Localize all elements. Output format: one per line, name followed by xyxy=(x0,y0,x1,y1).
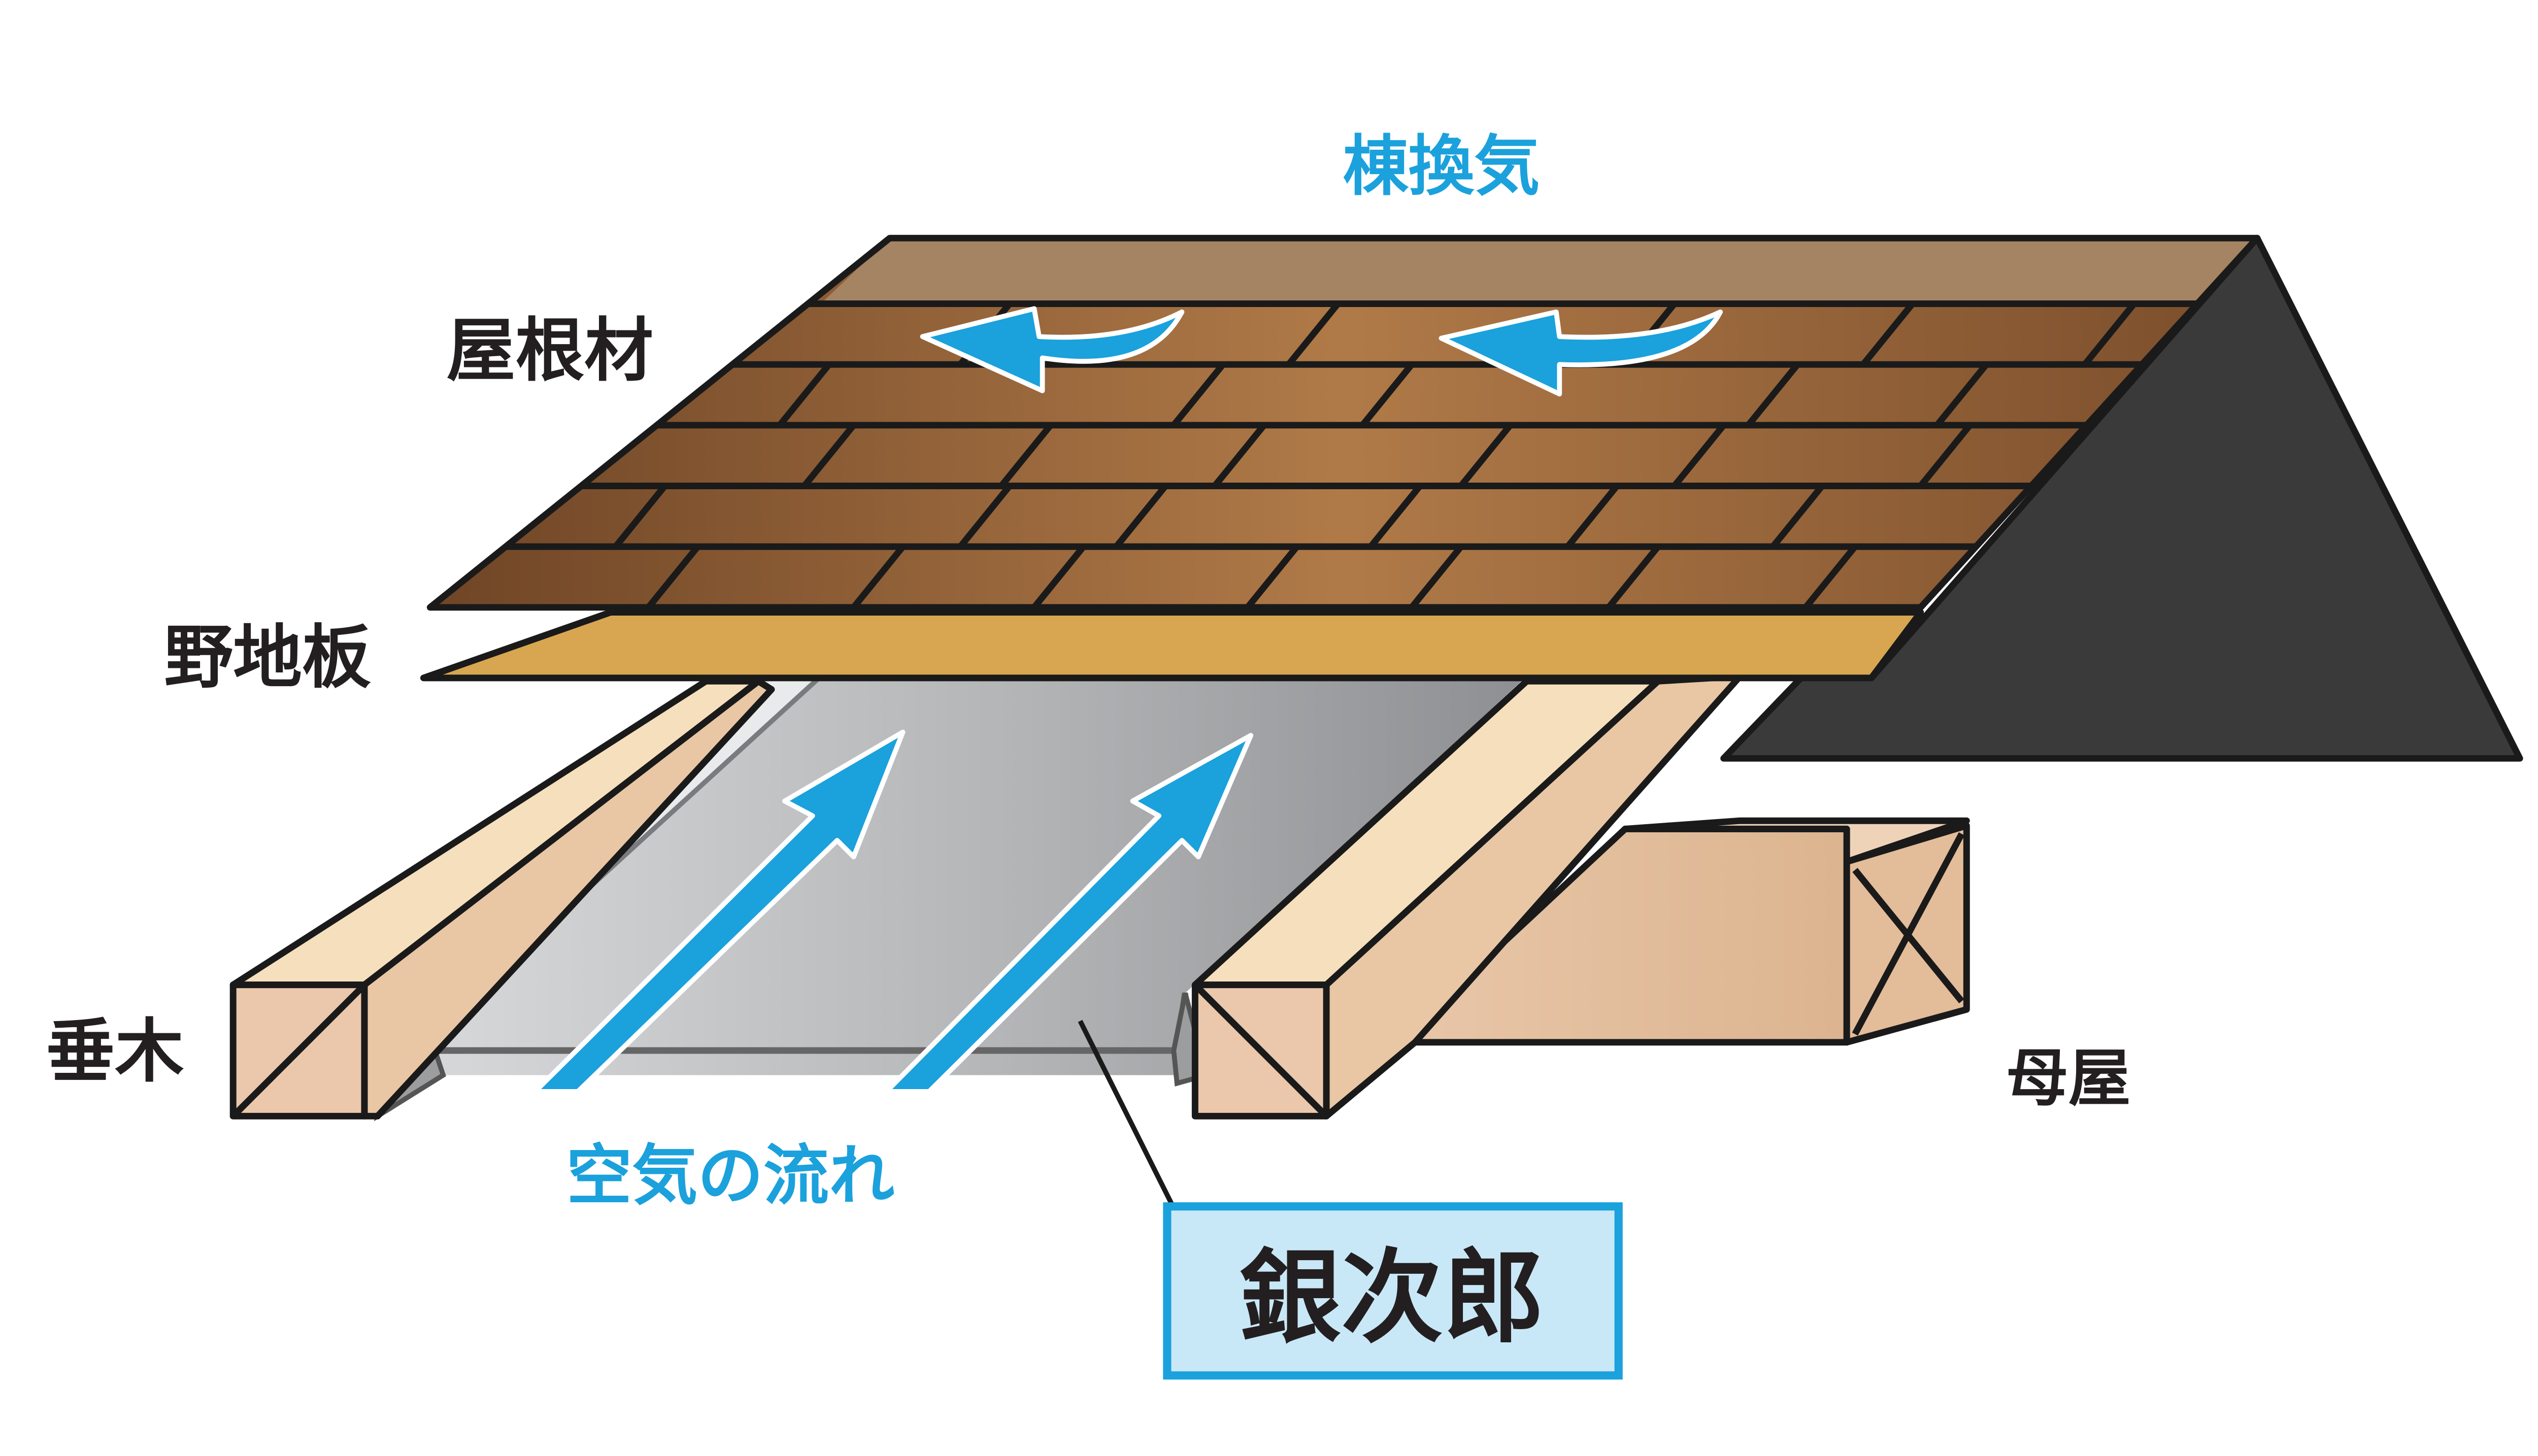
label-rafter: 垂木 xyxy=(46,1011,184,1092)
airflow-arrows xyxy=(532,729,1254,1094)
label-purlin: 母屋 xyxy=(2006,1042,2131,1114)
label-product: 銀次郎 xyxy=(1240,1239,1545,1357)
airflow-arrow-2 xyxy=(884,733,1254,1094)
label-roofing: 屋根材 xyxy=(447,311,653,391)
rafter-left xyxy=(229,678,775,1120)
product-label-box xyxy=(1163,1202,1623,1380)
label-sheathing: 野地板 xyxy=(164,618,371,698)
ridge-arrow-right xyxy=(1439,309,1723,397)
ridge-arrow-left xyxy=(920,306,1185,393)
gable-end xyxy=(1720,234,2523,762)
airflow-arrow-1 xyxy=(532,729,906,1094)
sheathing-board xyxy=(420,609,1924,682)
product-leader-line xyxy=(1078,1020,1176,1209)
rafter-right xyxy=(1191,673,1744,1120)
label-airflow: 空気の流れ xyxy=(566,1137,895,1214)
ridge-vent-arrows xyxy=(920,306,1723,397)
label-ridge-vent: 棟換気 xyxy=(1343,128,1540,205)
roofing-shingles xyxy=(426,234,2261,611)
